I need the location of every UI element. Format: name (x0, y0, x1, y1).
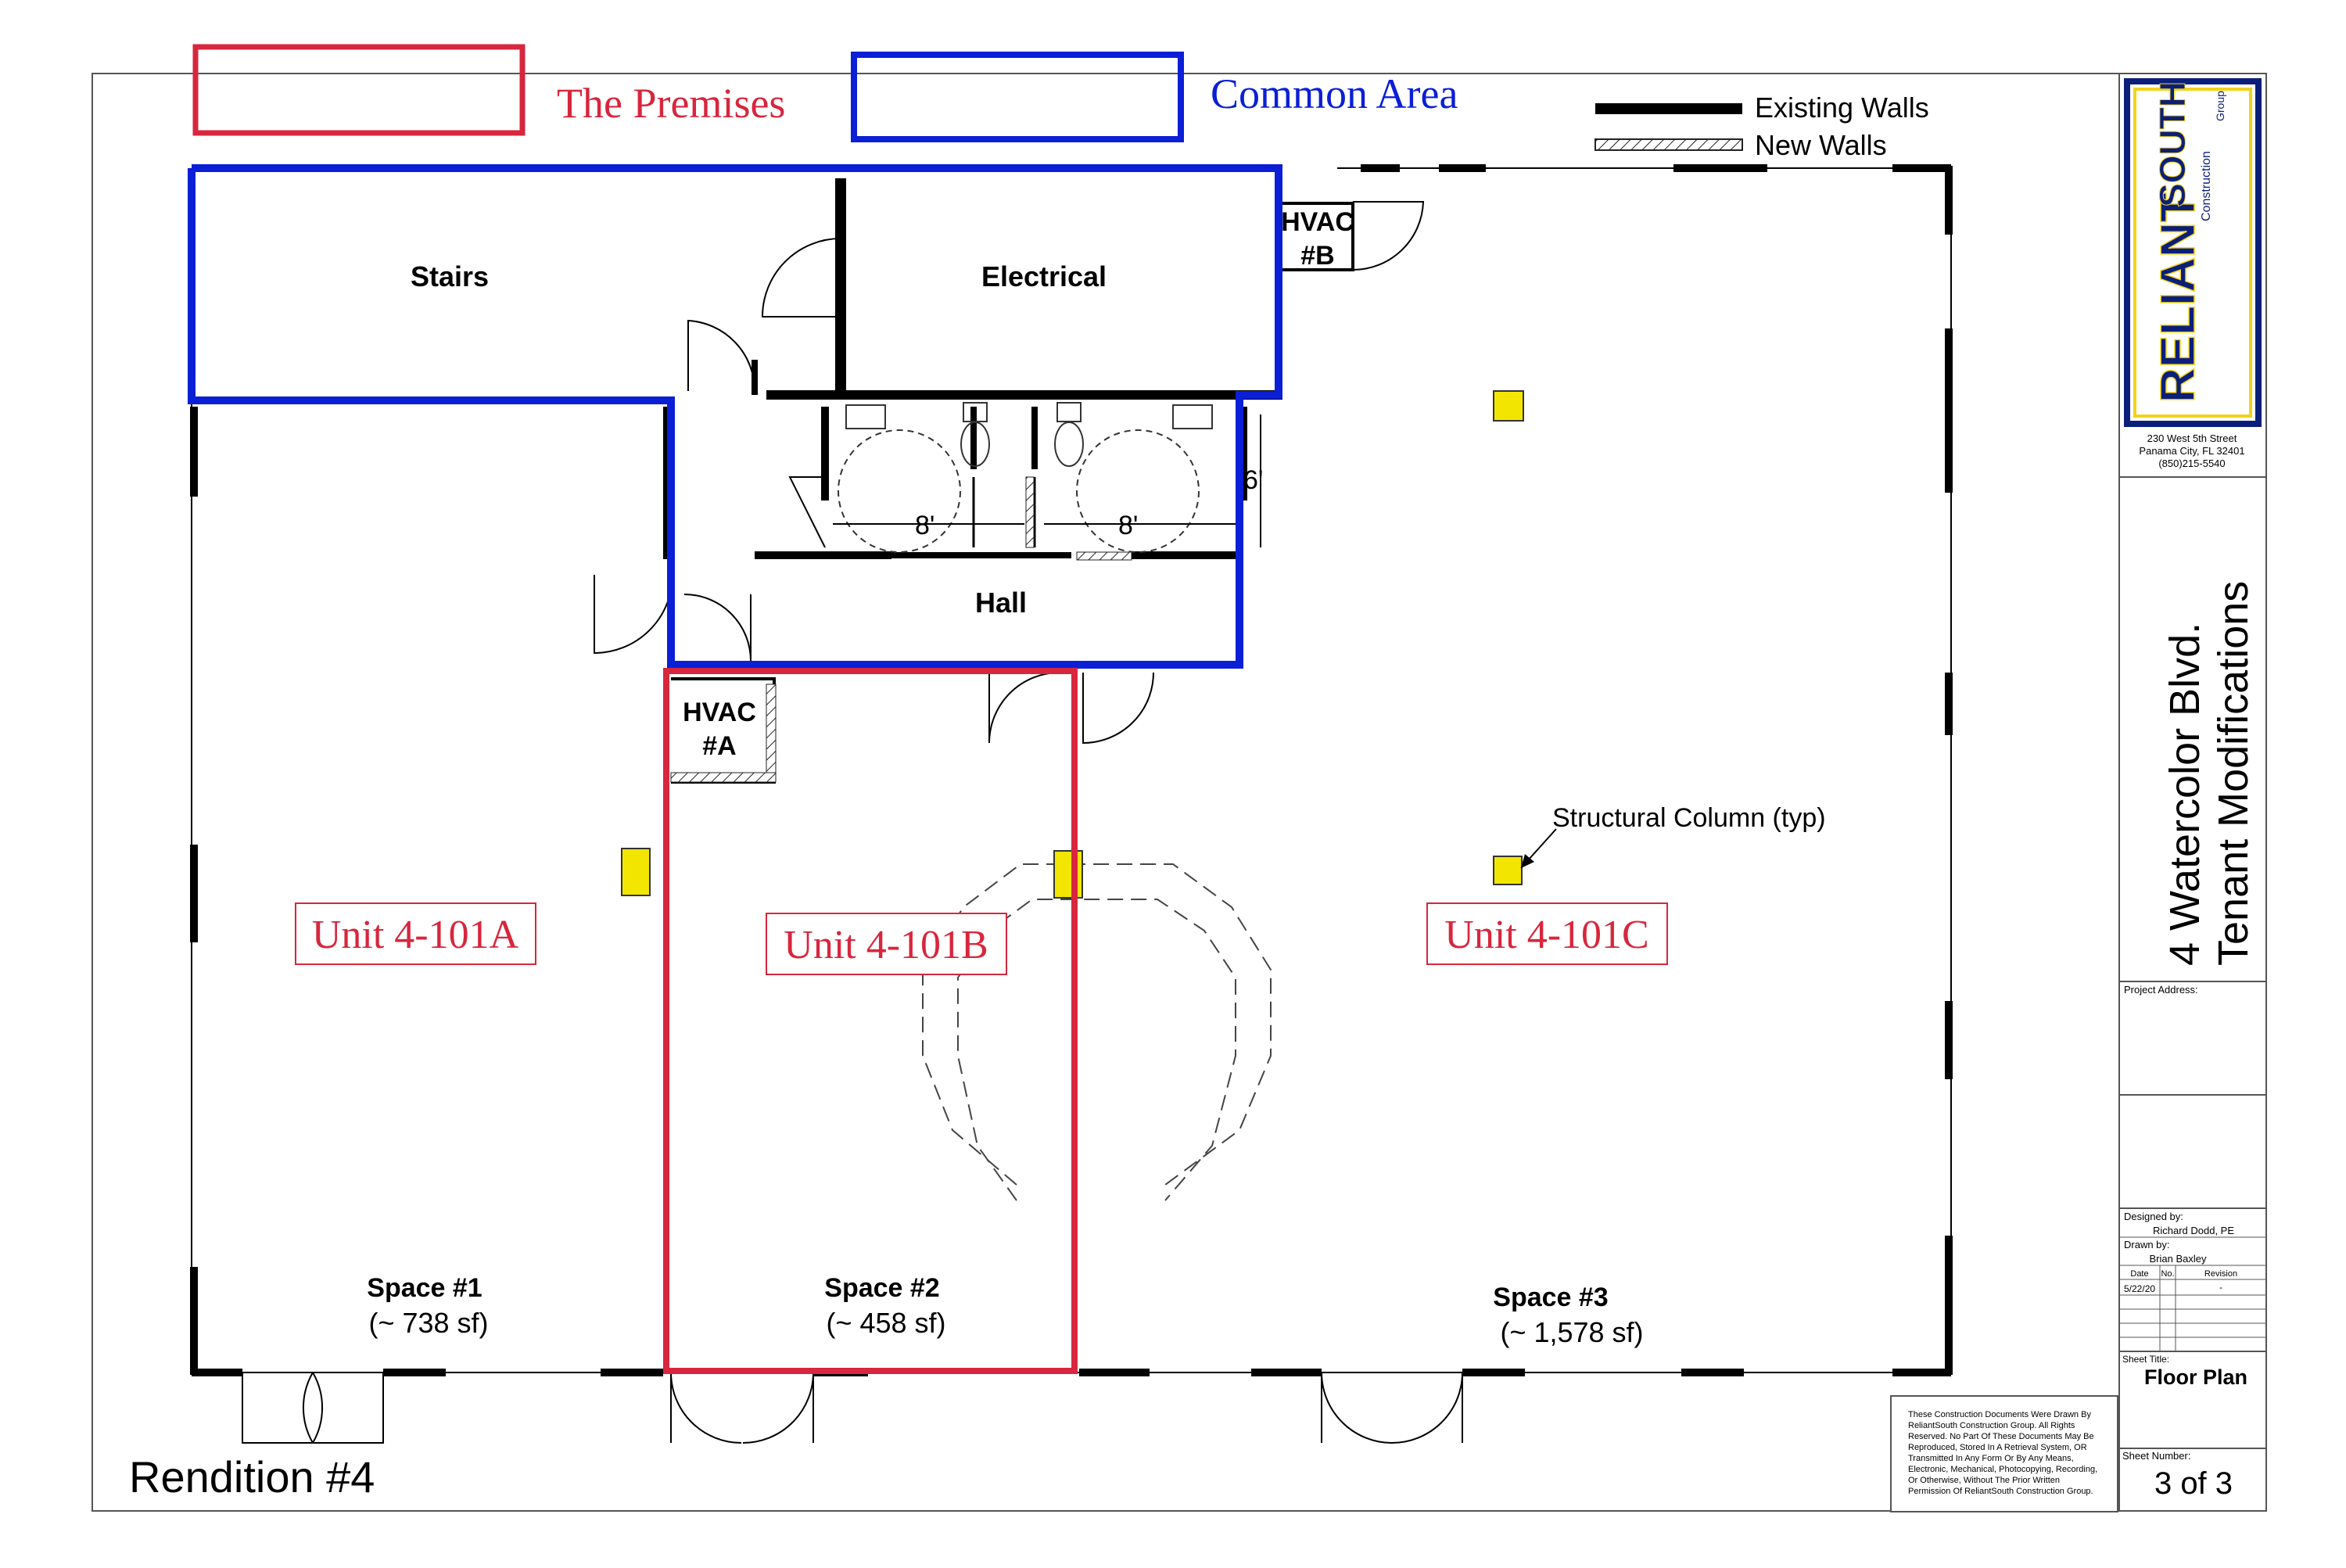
unit-a-label-box (295, 902, 536, 965)
room-label-hvac-b-line1: HVAC (1281, 207, 1354, 237)
company-address-line2: Panama City, FL 32401 (2139, 445, 2244, 457)
structural-column (1493, 856, 1523, 885)
disclaimer-line: Permission Of ReliantSouth Construction … (1908, 1487, 2093, 1496)
new-walls (670, 476, 1132, 783)
column-callout-label: Structural Column (typ) (1552, 803, 1826, 833)
sheet-number: 3 of 3 (2154, 1466, 2233, 1501)
logo-text-reliant: RELIANT (2151, 192, 2205, 403)
room-label-hall: Hall (975, 587, 1027, 619)
unit-a-label: Unit 4-101A (312, 913, 519, 957)
disclaimer-line: ReliantSouth Construction Group. All Rig… (1908, 1421, 2075, 1430)
project-name-line2: Tenant Modifications (2210, 581, 2257, 966)
company-phone: (850)215-5540 (2158, 457, 2225, 469)
structural-columns (621, 390, 1524, 899)
drawn-by-label: Drawn by: (2124, 1239, 2170, 1250)
legend-new-walls-label: New Walls (1755, 129, 1887, 161)
space-1-area: (~ 738 sf) (368, 1307, 488, 1339)
dimension-lines (833, 414, 1261, 547)
disclaimer-line: Reproduced, Stored In A Retrieval System… (1908, 1443, 2087, 1452)
revision-col-no: No. (2161, 1269, 2174, 1279)
room-label-hvac-a-line1: HVAC (683, 698, 756, 727)
room-label-electrical: Electrical (981, 260, 1107, 292)
room-label-stairs: Stairs (411, 260, 489, 292)
disclaimer-line: These Construction Documents Were Drawn … (1908, 1410, 2091, 1419)
revision-col-date: Date (2130, 1269, 2148, 1279)
common-area-outline (188, 164, 1282, 669)
space-2-name: Space #2 (824, 1273, 939, 1303)
revision-col-revision: Revision (2204, 1269, 2237, 1279)
space-3-area: (~ 1,578 sf) (1500, 1316, 1643, 1348)
sheet-title: Floor Plan (2144, 1365, 2247, 1389)
legend-premises-label: The Premises (557, 80, 785, 127)
designed-by-value: Richard Dodd, PE (2153, 1225, 2234, 1236)
structural-column (621, 848, 651, 896)
title-block: RELIANT SOUTH Construction Group 230 Wes… (2118, 73, 2267, 1512)
legend-new-walls-swatch (1594, 138, 1743, 151)
toilet-right (1056, 402, 1082, 422)
unit-c-label-box (1426, 902, 1668, 965)
space-1-name: Space #1 (367, 1273, 482, 1303)
room-label-hvac-b-line2: #B (1300, 241, 1334, 271)
sink-right (1172, 404, 1213, 429)
dashed-canopy-outline (922, 863, 1272, 1201)
sheet-number-label: Sheet Number: (2122, 1450, 2190, 1462)
toilet-bowl-right (1054, 422, 1084, 467)
project-name-line1: 4 Watercolor Blvd. (2161, 623, 2208, 966)
disclaimer-line: Reserved. No Part Of These Documents May… (1908, 1432, 2094, 1441)
company-address-line1: 230 West 5th Street (2147, 432, 2237, 444)
project-address-label: Project Address: (2124, 984, 2198, 996)
legend-common-area-swatch (851, 52, 1184, 142)
legend-existing-walls-label: Existing Walls (1755, 91, 1929, 124)
drawn-by-value: Brian Baxley (2150, 1253, 2207, 1265)
unit-c-label: Unit 4-101C (1444, 913, 1648, 957)
dimension-8ft-left: 8' (915, 511, 934, 540)
disclaimer-line: Electronic, Mechanical, Photocopying, Re… (1908, 1465, 2097, 1474)
designed-by-label: Designed by: (2124, 1211, 2183, 1222)
logo-text-construction: Construction (2200, 151, 2213, 221)
legend-existing-walls-swatch (1595, 103, 1742, 114)
disclaimer-box: These Construction Documents Were Drawn … (1890, 1395, 2118, 1512)
revision-value: - (2219, 1282, 2222, 1293)
logo-text-group: Group (2214, 91, 2226, 121)
restroom-fixtures (838, 402, 1213, 553)
sheet-title-label: Sheet Title: (2122, 1354, 2169, 1365)
legend: The Premises Common Area Existing Walls … (192, 44, 1929, 161)
turning-circle-right (1076, 429, 1200, 553)
sink-left (845, 404, 886, 429)
revision-date: 5/22/20 (2124, 1283, 2155, 1294)
unit-b-label-box (766, 913, 1007, 975)
logo-text-south: SOUTH (2152, 81, 2193, 207)
turning-circle-left (838, 429, 961, 553)
structural-column (1053, 850, 1083, 899)
space-2-area: (~ 458 sf) (826, 1307, 945, 1339)
column-callout-leader (1520, 828, 1557, 869)
unit-b-label: Unit 4-101B (784, 923, 988, 967)
rendition-label: Rendition #4 (129, 1452, 375, 1502)
space-3-name: Space #3 (1493, 1283, 1608, 1312)
legend-common-area-label: Common Area (1211, 70, 1458, 117)
toilet-bowl-left (960, 422, 990, 467)
disclaimer-line: Or Otherwise, Without The Prior Written (1908, 1476, 2060, 1485)
disclaimer-line: Transmitted In Any Form Or By Any Means, (1908, 1454, 2074, 1463)
legend-premises-swatch (192, 44, 526, 136)
dimension-6ft: 6' (1243, 465, 1263, 495)
dimension-8ft-right: 8' (1118, 511, 1138, 540)
structural-column (1493, 390, 1524, 422)
premises-outline (663, 668, 1078, 1374)
room-label-hvac-a-line2: #A (702, 731, 736, 761)
